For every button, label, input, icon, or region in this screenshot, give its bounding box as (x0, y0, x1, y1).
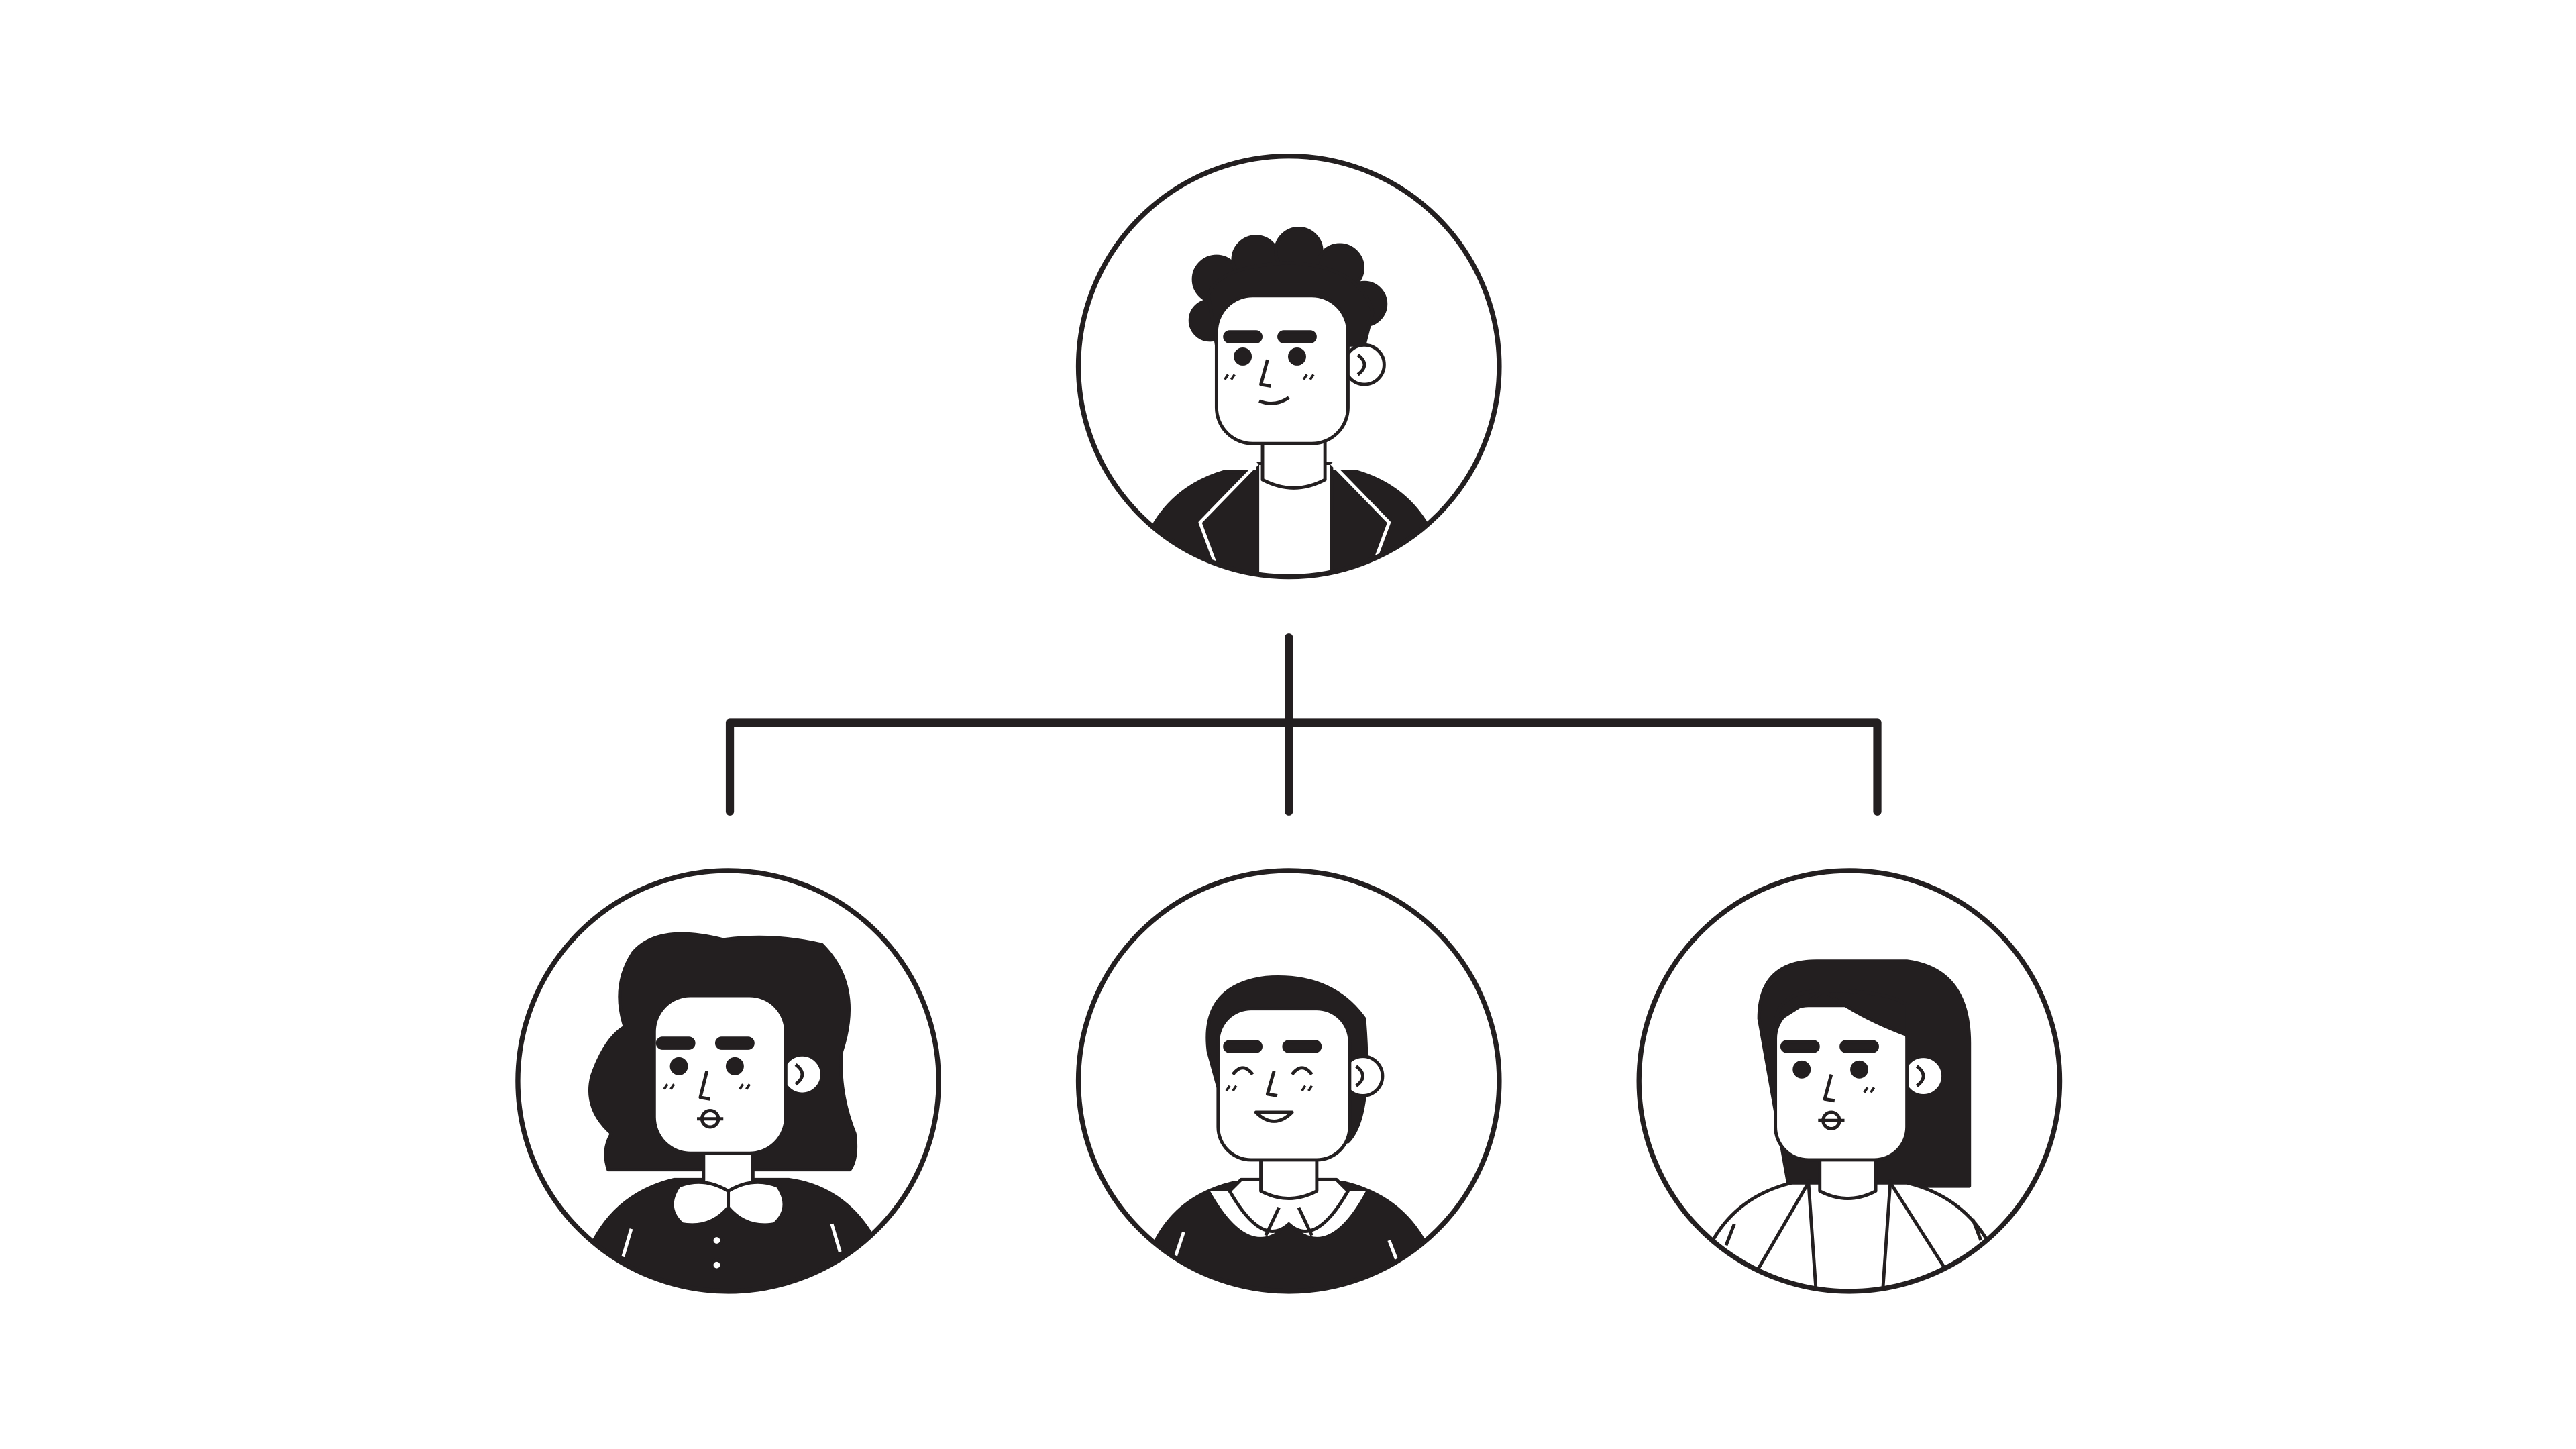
man-short-hair-avatar-icon (1137, 975, 1446, 1291)
woman-wavy-hair-avatar-icon (574, 932, 898, 1291)
connector-lines (725, 633, 1882, 816)
man-curly-hair-avatar-icon (1132, 226, 1448, 577)
avatar-node-right (1636, 868, 2063, 1294)
avatar-node-left (515, 868, 941, 1294)
avatar-node-center (1075, 868, 1502, 1294)
branch-bar (725, 718, 1882, 816)
avatar-node-root (1075, 153, 1502, 580)
